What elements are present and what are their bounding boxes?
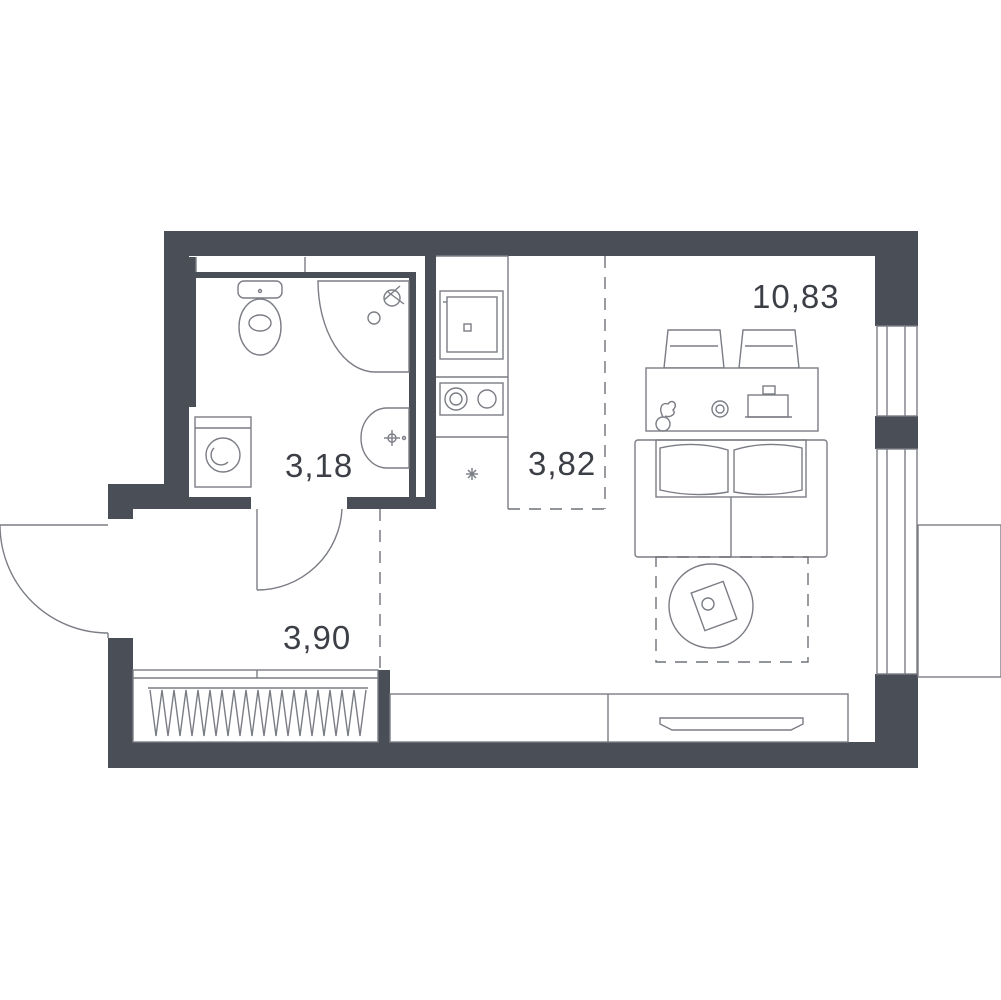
- washing-machine-icon: [194, 416, 252, 488]
- coffee-table-icon: [668, 563, 754, 649]
- sink-icon: [360, 407, 410, 469]
- hallway-area-label: 3,90: [283, 619, 351, 656]
- door-icon: [256, 508, 343, 591]
- sofa-icon: [634, 439, 828, 558]
- bathroom-area-label: 3,18: [285, 447, 353, 484]
- zone-separators: [379, 256, 606, 670]
- toilet-icon: [237, 280, 283, 356]
- chair-icon: [663, 329, 725, 369]
- stove-icon: [439, 382, 504, 416]
- tv-stand-icon: [389, 693, 849, 743]
- cup-icon: [711, 400, 729, 418]
- fridge-icon: [466, 468, 478, 480]
- plant-icon: [655, 400, 677, 432]
- door-icon: [0, 524, 109, 638]
- balcony-door-icon: [917, 524, 1001, 678]
- shower-icon: [317, 280, 410, 373]
- dining-table-icon: [645, 367, 819, 432]
- window-icon: [876, 325, 918, 675]
- kitchen-sink-icon: [439, 290, 504, 360]
- living-room-area-label: 10,83: [752, 278, 840, 315]
- interior-walls: [189, 256, 436, 742]
- kitchen-area-label: 3,82: [528, 445, 596, 482]
- wardrobe-icon: [132, 669, 379, 743]
- outer-walls: [108, 231, 918, 768]
- chair-icon: [738, 329, 800, 369]
- laptop-icon: [745, 385, 792, 418]
- kitchen-counter: [436, 255, 509, 509]
